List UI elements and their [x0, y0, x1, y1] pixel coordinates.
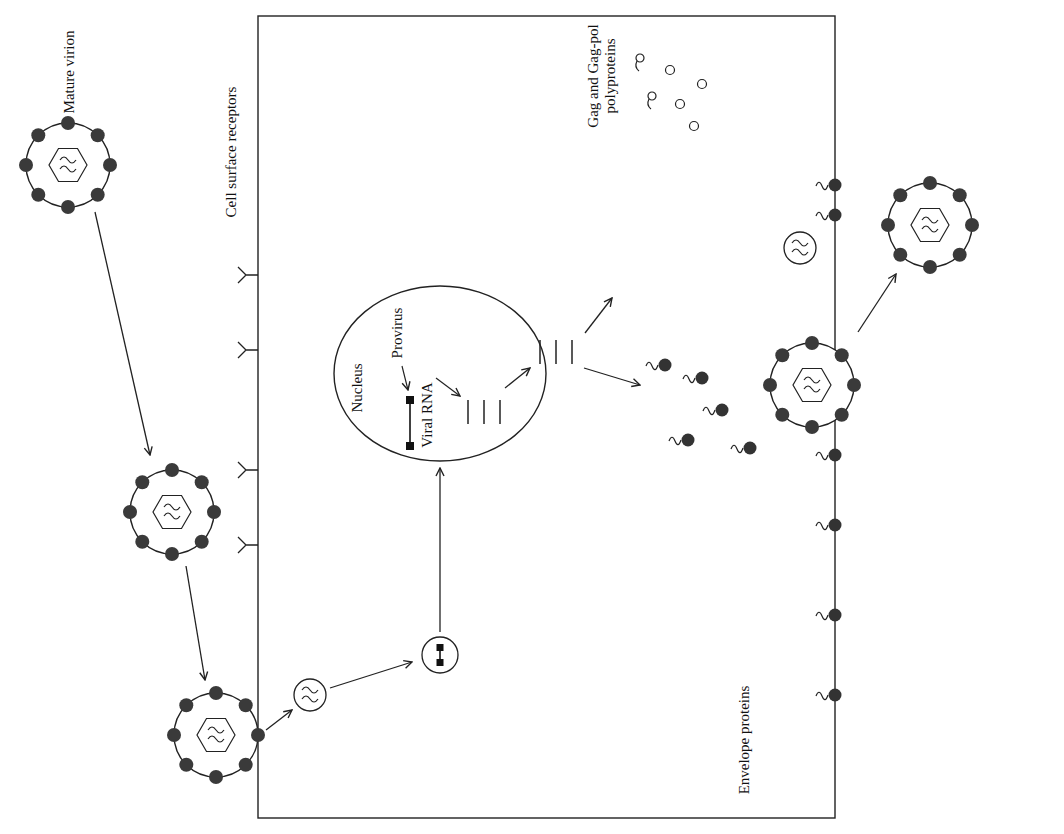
- viral-rna-strand: [499, 400, 501, 424]
- preintegration-complex: [422, 637, 458, 673]
- nucleus-ellipse: Nucleus: [333, 285, 547, 462]
- provirus-dna: [409, 404, 411, 442]
- membrane-envelope-protein: [816, 609, 842, 622]
- step-arrow: [585, 298, 612, 333]
- released-capsid: [294, 679, 326, 711]
- gag-polyprotein: [666, 66, 675, 75]
- receptor-symbol: [238, 537, 258, 553]
- envelope-protein: [703, 404, 729, 417]
- leader-arrow: [402, 366, 408, 390]
- gag-pol-polyprotein: [648, 92, 656, 109]
- step-arrow: [858, 274, 896, 332]
- step-arrow: [505, 368, 530, 388]
- gag-polyprotein: [690, 122, 699, 131]
- text-label: Viral RNA: [419, 382, 436, 447]
- text-label: Cell surface receptors: [223, 87, 240, 218]
- text-label: Envelope proteins: [736, 686, 753, 795]
- provirus-end: [406, 442, 414, 450]
- membrane-envelope-protein: [816, 449, 842, 462]
- membrane-envelope-protein: [816, 209, 842, 222]
- leader-arrow: [436, 378, 460, 396]
- step-arrow: [584, 368, 640, 385]
- gag-polyprotein: [676, 100, 685, 109]
- viral-rna-strand: [571, 340, 573, 364]
- nucleus-envelope: [334, 286, 546, 461]
- gag-polyprotein: [698, 80, 707, 89]
- envelope-protein: [683, 372, 709, 385]
- membrane-envelope-protein: [816, 519, 842, 532]
- text-label: Mature virion: [61, 31, 78, 114]
- step-arrow: [439, 468, 440, 632]
- step-arrow: [266, 710, 292, 730]
- provirus-end: [406, 396, 414, 404]
- step-arrow: [186, 566, 205, 680]
- viral-rna-strand: [555, 340, 557, 364]
- receptor-symbol: [238, 342, 258, 358]
- membrane-envelope-protein: [816, 179, 842, 192]
- viral-rna-strand: [467, 400, 469, 424]
- text-label: Gag and Gag-pol polyproteins: [585, 20, 620, 132]
- text-label: Provirus: [389, 308, 406, 359]
- step-arrow: [330, 662, 412, 688]
- viral-rna-strand: [483, 400, 485, 424]
- membrane-envelope-protein: [816, 689, 842, 702]
- receptor-symbol: [238, 267, 258, 283]
- envelope-protein: [669, 434, 695, 447]
- envelope-protein: [646, 359, 672, 372]
- mature-virion: [19, 116, 117, 214]
- receptor-symbol: [238, 462, 258, 478]
- fusing-virion: [167, 686, 265, 784]
- node-title: Nucleus: [349, 363, 366, 412]
- envelope-protein: [731, 442, 757, 455]
- budding-virion: [763, 336, 861, 434]
- released-virion: [881, 176, 979, 274]
- step-arrow: [95, 212, 150, 455]
- bound-virion: [123, 463, 221, 561]
- assembling-capsid: [784, 232, 816, 264]
- cell-membrane: [258, 16, 835, 818]
- gag-pol-polyprotein: [636, 54, 644, 71]
